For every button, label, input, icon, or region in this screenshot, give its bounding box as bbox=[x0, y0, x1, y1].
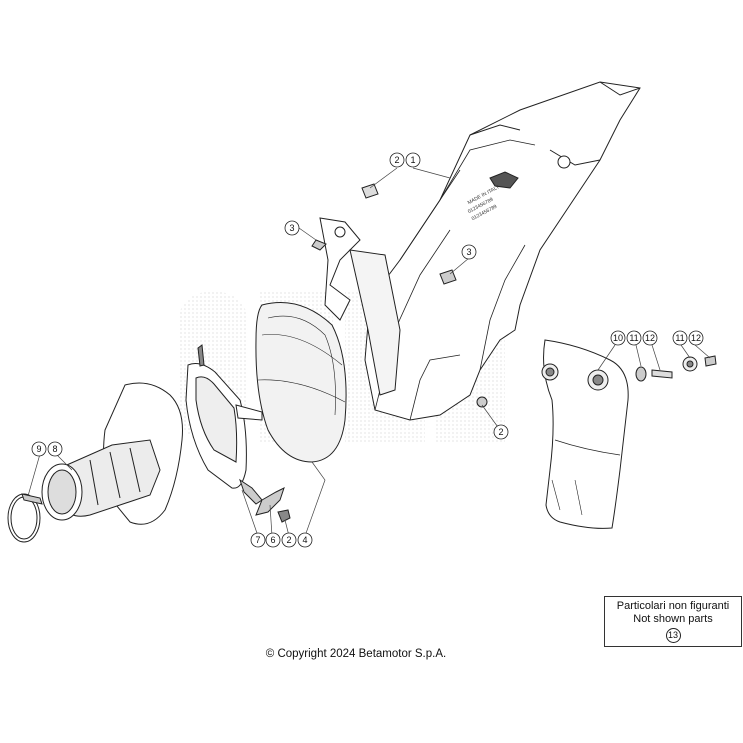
svg-text:1: 1 bbox=[410, 155, 415, 165]
svg-text:9: 9 bbox=[36, 444, 41, 454]
copyright-text: © Copyright 2024 Betamotor S.p.A. bbox=[265, 648, 447, 660]
svg-text:11: 11 bbox=[629, 333, 638, 343]
callouts: 2 1 3 3 2 10 11 12 11 12 9 8 7 6 2 4 bbox=[31, 152, 704, 548]
hose-clamp bbox=[7, 493, 43, 543]
not-shown-parts-box: Particolari non figuranti Not shown part… bbox=[604, 596, 742, 647]
svg-text:2: 2 bbox=[286, 535, 291, 545]
frame-screws bbox=[311, 155, 571, 408]
svg-text:11: 11 bbox=[675, 333, 684, 343]
callout-4[interactable]: 4 bbox=[297, 532, 313, 548]
callout-2[interactable]: 2 bbox=[493, 424, 509, 440]
callout-11[interactable]: 11 bbox=[626, 330, 642, 346]
callout-2[interactable]: 2 bbox=[281, 532, 297, 548]
callout-11[interactable]: 11 bbox=[672, 330, 688, 346]
svg-text:2: 2 bbox=[498, 427, 503, 437]
svg-text:4: 4 bbox=[302, 535, 307, 545]
callout-3[interactable]: 3 bbox=[284, 220, 300, 236]
callout-12[interactable]: 12 bbox=[642, 330, 658, 346]
svg-text:8: 8 bbox=[52, 444, 57, 454]
svg-text:3: 3 bbox=[466, 247, 471, 257]
callout-3[interactable]: 3 bbox=[461, 244, 477, 260]
svg-text:10: 10 bbox=[613, 333, 623, 343]
airbox-frame bbox=[319, 81, 641, 421]
side-cover bbox=[541, 339, 629, 529]
filter-cage bbox=[185, 344, 263, 505]
callout-6[interactable]: 6 bbox=[265, 532, 281, 548]
fasteners-11-12 bbox=[635, 355, 717, 382]
not-shown-label-en: Not shown parts bbox=[633, 613, 713, 625]
callout-9[interactable]: 9 bbox=[31, 441, 47, 457]
callout-1[interactable]: 1 bbox=[405, 152, 421, 168]
svg-text:2: 2 bbox=[394, 155, 399, 165]
leader-lines bbox=[27, 167, 711, 537]
svg-text:7: 7 bbox=[255, 535, 260, 545]
intake-boot bbox=[41, 382, 183, 525]
callout-12[interactable]: 12 bbox=[688, 330, 704, 346]
callout-10[interactable]: 10 bbox=[610, 330, 626, 346]
svg-text:3: 3 bbox=[289, 223, 294, 233]
svg-text:6: 6 bbox=[270, 535, 275, 545]
callout-13[interactable]: 13 bbox=[665, 628, 681, 643]
svg-text:12: 12 bbox=[691, 333, 701, 343]
callout-8[interactable]: 8 bbox=[47, 441, 63, 457]
not-shown-label-it: Particolari non figuranti bbox=[616, 600, 730, 612]
callout-2[interactable]: 2 bbox=[389, 152, 405, 168]
svg-text:12: 12 bbox=[645, 333, 655, 343]
small-clip-parts bbox=[255, 487, 291, 523]
callout-7[interactable]: 7 bbox=[250, 532, 266, 548]
